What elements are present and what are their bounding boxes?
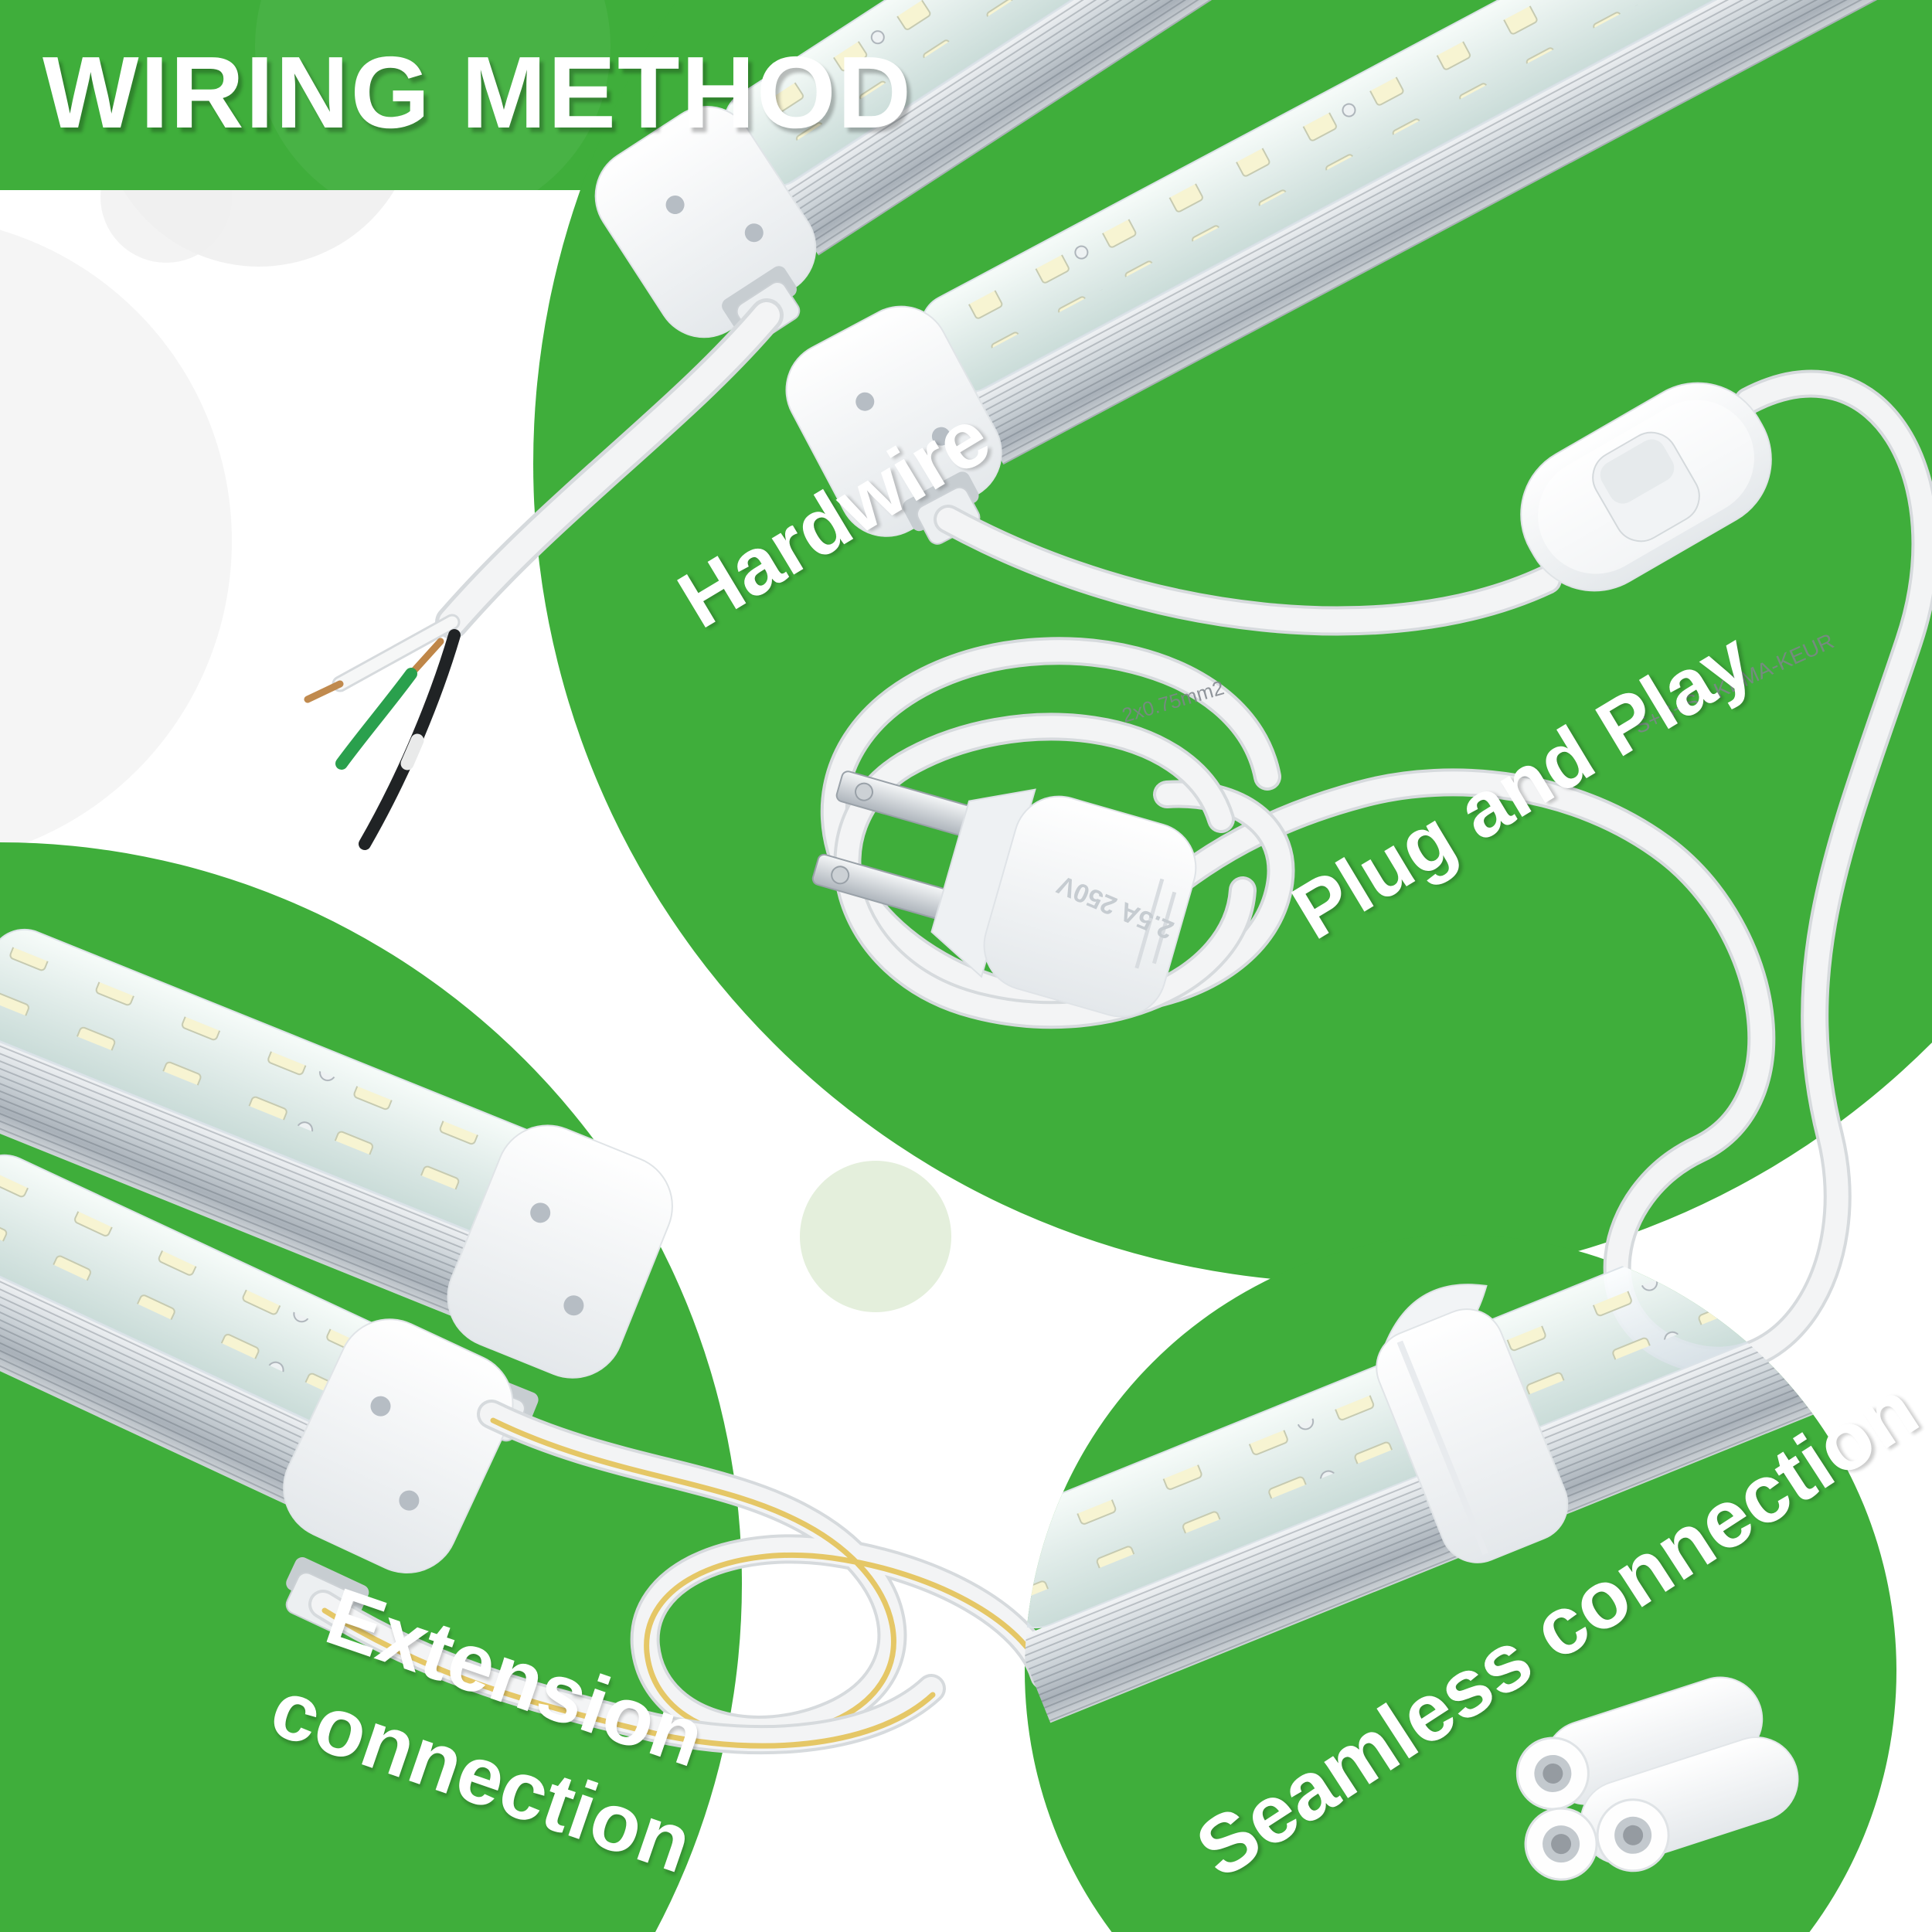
plug-body [983, 795, 1197, 1018]
cap-screw-icon [931, 427, 951, 446]
cap-screw-icon [665, 196, 685, 215]
tube-housing-ridges [967, 0, 1932, 465]
page-title: WIRING METHOD [43, 36, 913, 149]
pale-green-dot [800, 1161, 951, 1312]
wire-black-band [400, 733, 424, 770]
cap-screw-icon [530, 1202, 551, 1223]
led-strip [0, 1168, 398, 1414]
tube-housing-ridges [0, 1028, 543, 1340]
cap-screw-icon [855, 392, 875, 411]
cap-screw-icon [399, 1490, 420, 1511]
cord-loop [823, 640, 1292, 1013]
wire-copper-tip [304, 680, 344, 703]
prong-hole-icon [855, 782, 874, 801]
plug-neck [930, 788, 1036, 978]
led-tube-extension-lower [0, 1154, 514, 1633]
led-tube-plug-and-play [785, 0, 1932, 545]
cable [439, 302, 780, 635]
tube-housing-ridges [0, 1250, 366, 1526]
cord [937, 508, 1559, 633]
joint-clip [1376, 1308, 1569, 1563]
seamless-connector [1515, 1676, 1799, 1881]
led-tube-extension-upper [0, 928, 673, 1442]
led-strip [929, 0, 1932, 369]
switch-rocker-key [1600, 439, 1675, 504]
plug-grip-ridges [1134, 878, 1177, 969]
inline-switch [1520, 382, 1772, 592]
cap-screw-icon [370, 1396, 391, 1417]
connector-port-core [1543, 1763, 1563, 1784]
led-tube-hardwire [594, 0, 1629, 342]
wire-white [334, 616, 458, 690]
cap-screw-icon [563, 1295, 584, 1316]
extension-cords [308, 1400, 1060, 1755]
joint-clip-line [1396, 1340, 1488, 1556]
band-highlight [255, 0, 611, 224]
tube-end-cap [283, 1318, 514, 1574]
connector-port-core [1551, 1834, 1572, 1855]
led-strip [0, 943, 570, 1226]
connector-port-core [1623, 1825, 1644, 1845]
prong-hole-icon [831, 866, 850, 885]
decor-circle-icon [0, 230, 232, 852]
cord [311, 1593, 943, 1752]
tube-housing-ridges [776, 0, 1629, 256]
wire-green [335, 668, 417, 770]
led-strip [733, 0, 1570, 165]
cap-screw-icon [744, 223, 764, 243]
cord-yellow-stripe [321, 1607, 936, 1749]
stripped-hardwire-cable [304, 298, 784, 850]
power-plug: 2.5A 250V [811, 770, 1197, 1018]
wire-copper-mid [407, 638, 444, 678]
tube-end-cap [447, 1124, 673, 1379]
